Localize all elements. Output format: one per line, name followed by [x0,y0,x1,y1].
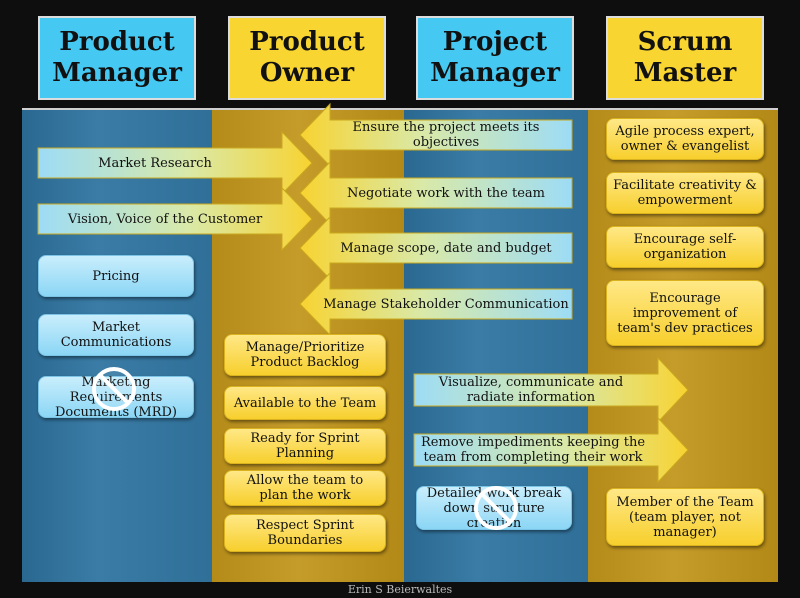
author-credit: Erin S Beierwaltes [347,583,453,596]
header-line: Manager [430,58,560,88]
arrow-label-visualize: Visualize, communicate and radiate infor… [438,375,624,405]
header-line: Product [249,27,365,57]
arrow-ensure-objectives [299,102,573,168]
sm-box-dev-practices: Encourage improvement of team's dev prac… [606,280,764,346]
po-box-sprint-boundaries: Respect Sprint Boundaries [224,514,386,552]
sm-box-creativity: Facilitate creativity & empowerment [606,172,764,214]
header-line: Product [59,27,175,57]
sm-box-member-of-team: Member of the Team (team player, not man… [606,488,764,546]
header-line: Master [633,58,737,88]
pm-box-market-communications: Market Communications [38,314,194,356]
arrow-label-vision: Vision, Voice of the Customer [67,211,263,227]
sm-box-self-organization: Encourage self-organization [606,226,764,268]
arrow-stakeholder-communication [299,271,573,337]
header-line: Owner [259,58,355,88]
arrow-label-market-research: Market Research [98,155,212,171]
no-sign-icon [92,367,136,411]
arrow-label-manage-scope: Manage scope, date and budget [340,240,552,256]
header-line: Project [442,27,548,57]
sm-box-agile-expert: Agile process expert, owner & evangelist [606,118,764,160]
arrow-market-research [37,130,313,196]
header-line: Manager [52,58,182,88]
header-line: Scrum [637,27,733,57]
arrow-label-negotiate-work: Negotiate work with the team [346,185,545,201]
po-box-team-plans: Allow the team to plan the work [224,470,386,506]
po-box-backlog: Manage/Prioritize Product Backlog [224,334,386,376]
arrow-remove-impediments [413,416,689,484]
no-sign-icon [474,486,518,530]
po-box-sprint-planning: Ready for Sprint Planning [224,428,386,464]
arrow-manage-scope [299,215,573,281]
arrow-label-remove-impediments: Remove impediments keeping the team from… [420,435,646,465]
arrow-vision [37,186,313,252]
arrow-label-stakeholder-communication: Manage Stakeholder Communication [323,296,569,312]
po-box-available: Available to the Team [224,386,386,420]
arrow-negotiate-work [299,160,573,226]
arrow-visualize [413,356,689,424]
pm-box-pricing: Pricing [38,255,194,297]
arrow-label-ensure-objectives: Ensure the project meets its objectives [352,120,540,150]
